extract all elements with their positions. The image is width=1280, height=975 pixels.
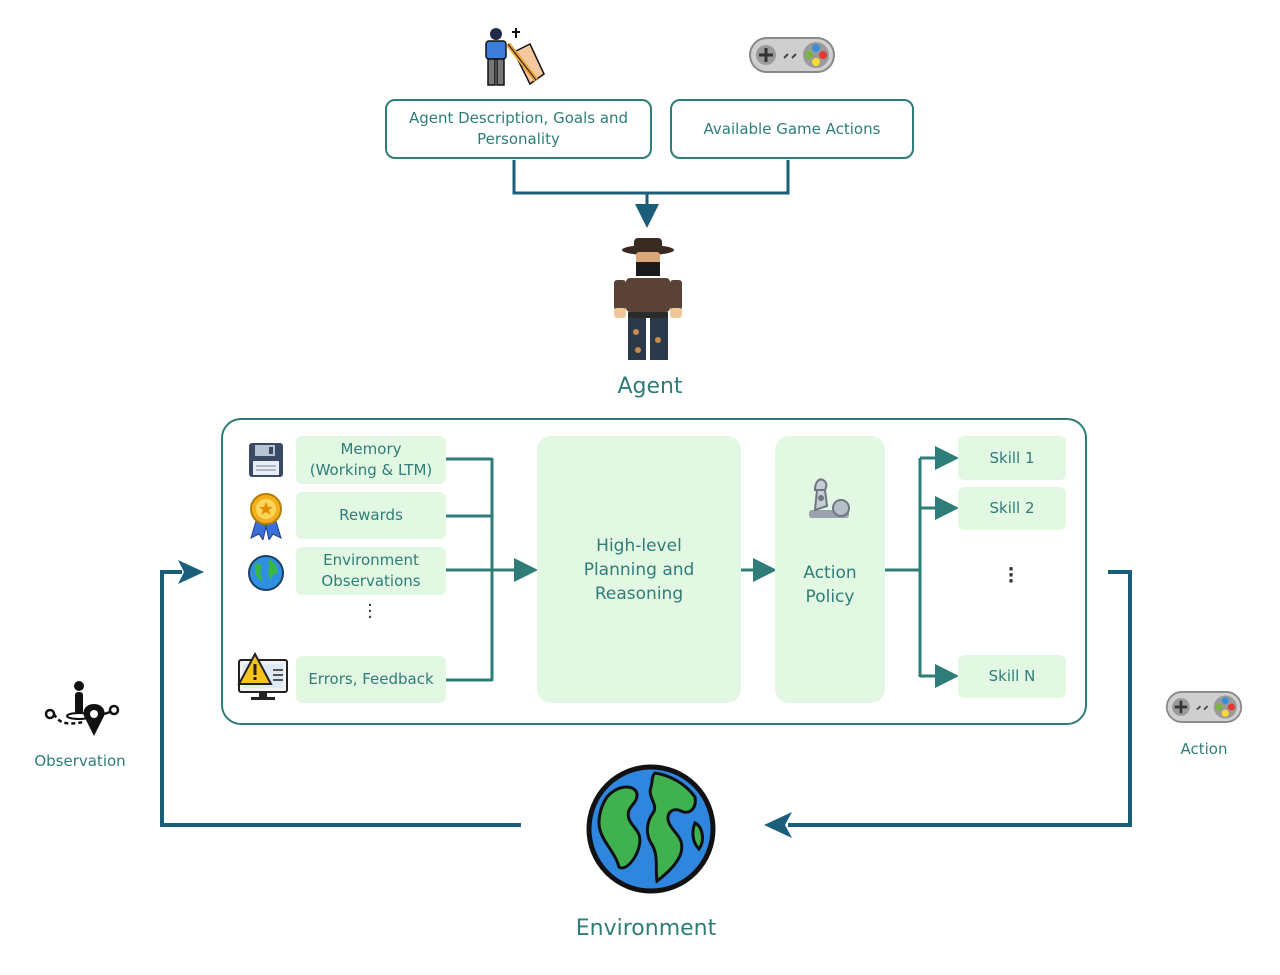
input-ellipsis: ··· bbox=[367, 595, 373, 628]
action-label: Action bbox=[1180, 740, 1228, 758]
environment-observations-text: Environment Observations bbox=[321, 551, 421, 590]
skill-n-text: Skill N bbox=[988, 667, 1036, 685]
skill-1-text: Skill 1 bbox=[989, 448, 1035, 467]
game-actions-box: Available Game Actions bbox=[670, 99, 914, 159]
robot-arm-icon bbox=[809, 478, 850, 518]
skill-2-pill: Skill 2 bbox=[958, 487, 1066, 530]
observation-label: Observation bbox=[34, 752, 126, 770]
errors-feedback-text: Errors, Feedback bbox=[308, 670, 434, 688]
agent-description-text: Agent Description, Goals and Personality bbox=[408, 109, 629, 148]
game-actions-text: Available Game Actions bbox=[703, 119, 881, 138]
skill-ellipsis: ··· bbox=[1007, 559, 1015, 592]
agent-avatar-icon bbox=[614, 238, 682, 360]
rewards-pill: Rewards bbox=[296, 492, 446, 539]
planning-block: High-level Planning and Reasoning bbox=[537, 436, 741, 703]
agent-label: Agent bbox=[617, 374, 683, 399]
floppy-disk-icon bbox=[249, 443, 283, 477]
environment-observations-pill: Environment Observations bbox=[296, 547, 446, 595]
agent-description-box: Agent Description, Goals and Personality bbox=[385, 99, 652, 159]
observation-arrowhead bbox=[178, 560, 204, 584]
warning-monitor-icon bbox=[237, 652, 288, 700]
globe-icon bbox=[248, 555, 284, 591]
skill-1-pill: Skill 1 bbox=[958, 436, 1066, 480]
planning-text: High-level Planning and Reasoning bbox=[583, 535, 695, 604]
skill-2-text: Skill 2 bbox=[989, 499, 1035, 517]
action-policy-text: Action Policy bbox=[803, 562, 857, 607]
top-connector bbox=[512, 160, 790, 195]
gamepad-icon bbox=[749, 37, 835, 73]
memory-pill: Memory (Working & LTM) bbox=[296, 436, 446, 484]
person-tool-icon bbox=[485, 28, 545, 86]
map-pin-route-icon bbox=[44, 681, 120, 736]
memory-text: Memory (Working & LTM) bbox=[309, 440, 433, 479]
rewards-text: Rewards bbox=[339, 506, 403, 524]
skill-n-pill: Skill N bbox=[958, 655, 1066, 698]
action-gamepad-icon bbox=[1165, 691, 1243, 723]
medal-icon bbox=[250, 493, 282, 540]
action-arrowhead bbox=[764, 812, 792, 838]
agent-loop-frame bbox=[221, 418, 1087, 725]
earth-icon bbox=[586, 764, 716, 894]
errors-feedback-pill: Errors, Feedback bbox=[296, 656, 446, 703]
environment-label: Environment bbox=[575, 916, 717, 941]
action-policy-block: Action Policy bbox=[775, 436, 885, 703]
